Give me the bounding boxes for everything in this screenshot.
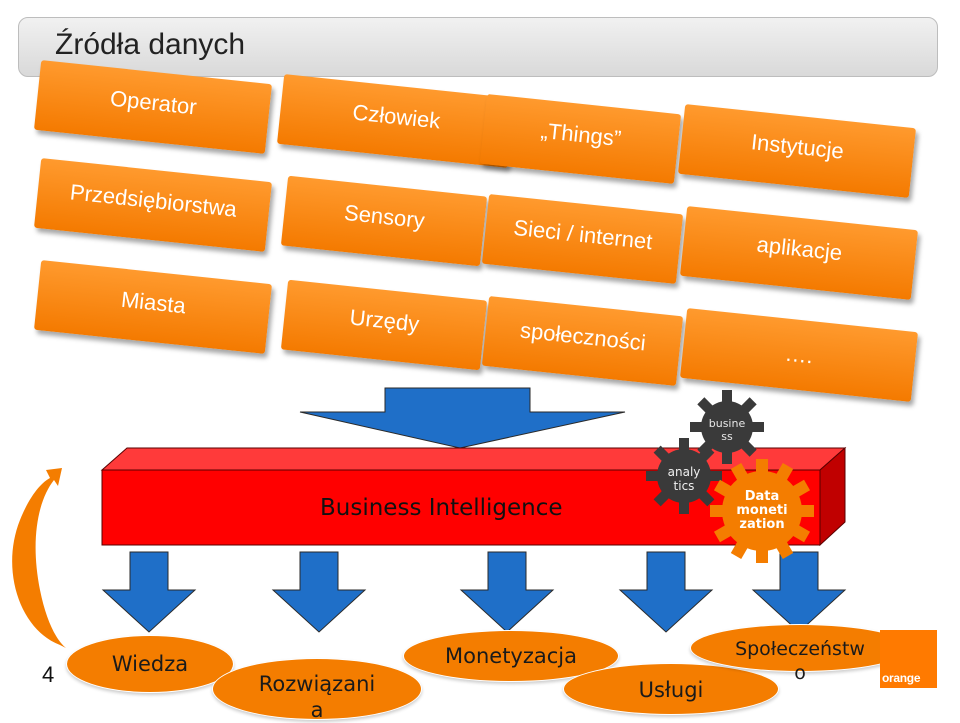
gear-analytics-label: analy tics	[667, 465, 701, 493]
outcome-monetyzacja: Monetyzacja	[403, 630, 619, 682]
outcome-label: Wiedza	[111, 652, 189, 676]
gear-data-monetization	[710, 459, 814, 563]
gear-business-label: busine ss	[708, 417, 746, 443]
slide-title: Źródła danych	[55, 28, 246, 61]
logo-text: orange	[882, 671, 921, 685]
feedback-arrow	[12, 468, 66, 648]
outcome-wiedza: Wiedza	[66, 635, 234, 693]
output-arrow-5	[751, 551, 847, 633]
title-bar	[18, 17, 938, 77]
gear-analytics	[646, 438, 722, 514]
output-arrow-1	[101, 551, 197, 633]
outcome-rozwiazania: Rozwiązani a	[212, 658, 422, 722]
page-number: 4	[42, 662, 55, 687]
outcome-label: Rozwiązani a	[258, 672, 376, 722]
outcome-uslugi: Usługi	[563, 663, 779, 715]
output-arrow-3	[459, 551, 555, 633]
output-arrow-2	[271, 551, 367, 633]
outcome-label: Społeczeństw o	[735, 638, 865, 684]
output-arrow-4	[618, 551, 714, 633]
orange-logo: orange	[880, 630, 937, 688]
input-arrow	[299, 387, 626, 449]
outcome-label: Usługi	[638, 678, 704, 702]
outcome-label: Monetyzacja	[445, 644, 577, 668]
outcome-spoleczenstwo: Społeczeństw o	[690, 624, 910, 684]
bi-label: Business Intelligence	[320, 495, 563, 521]
gear-data-monetization-label: Data moneti zation	[736, 489, 788, 532]
